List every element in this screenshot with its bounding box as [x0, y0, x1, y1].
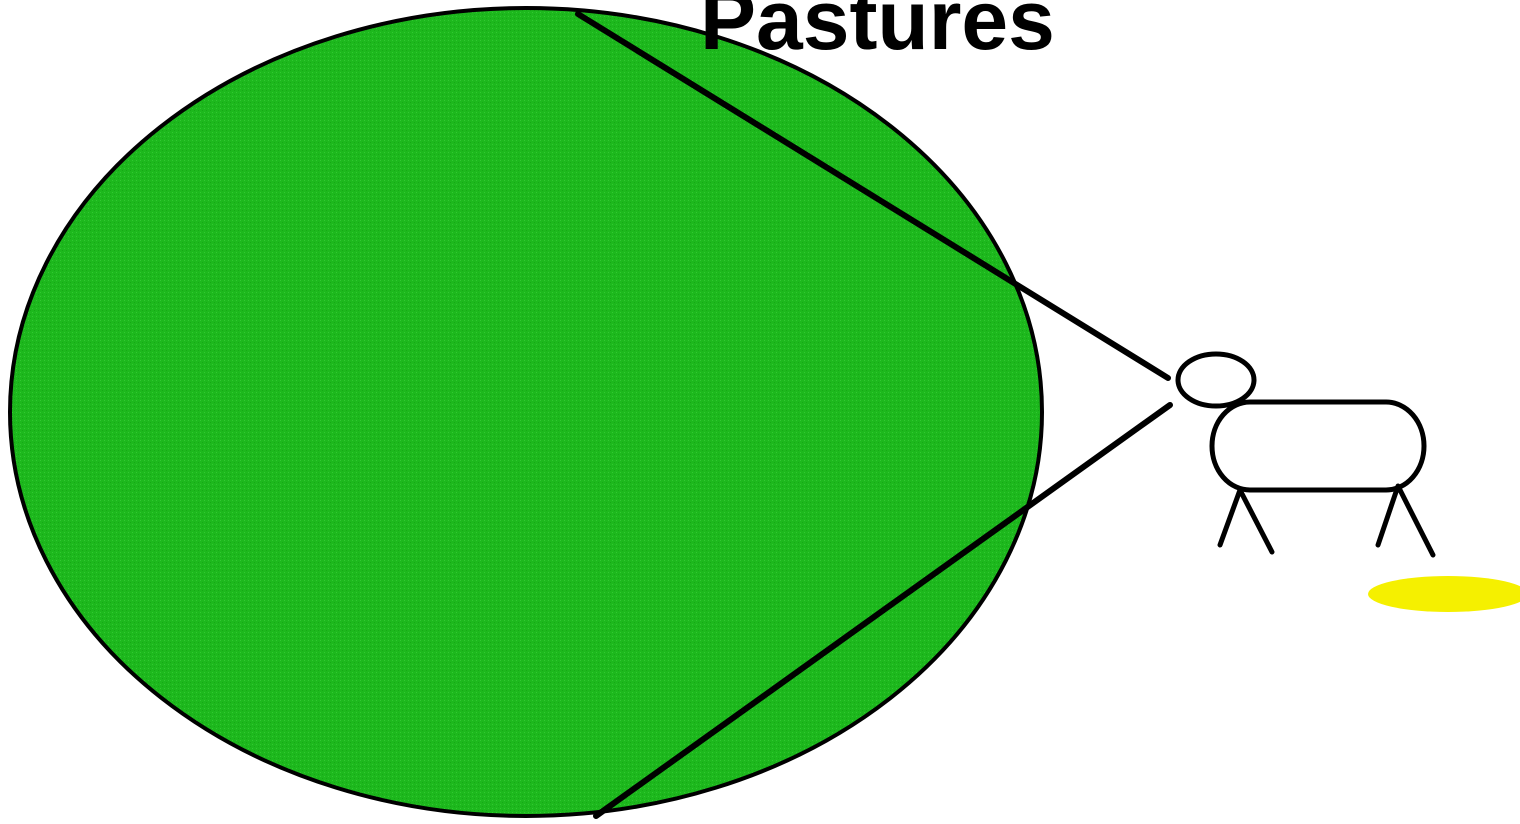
sheep-head — [1178, 354, 1254, 406]
sheep-figure — [1178, 354, 1433, 555]
sheep-back-legs — [1378, 486, 1433, 555]
pasture-ellipse — [10, 8, 1042, 816]
food-patch — [1368, 576, 1520, 612]
diagram-title: Pastures — [700, 0, 1055, 62]
sheep-front-legs — [1220, 490, 1272, 552]
sheep-body — [1212, 402, 1424, 490]
